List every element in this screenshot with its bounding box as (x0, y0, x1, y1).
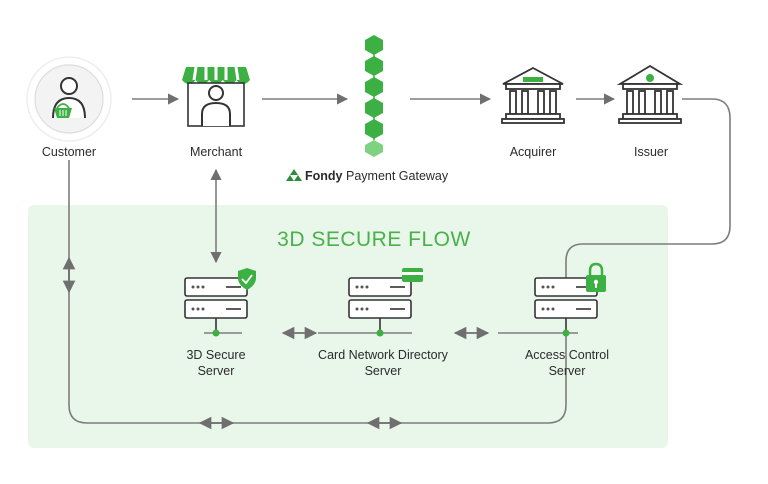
fondy-logo-icon (286, 169, 302, 181)
3ds-server-label-line2: Server (198, 364, 235, 378)
line-customer-acs (68, 160, 567, 424)
customer-label: Customer (42, 145, 96, 159)
directory-server-label-line1: Card Network Directory (318, 348, 449, 362)
bank-icon (501, 66, 565, 124)
issuer-label: Issuer (634, 145, 668, 159)
3ds-server-label-line1: 3D Secure (186, 348, 245, 362)
credit-card-icon (402, 268, 423, 282)
basket-icon (54, 103, 72, 118)
hexagon-chain-icon (365, 35, 383, 157)
acquirer-label: Acquirer (510, 145, 557, 159)
secure-flow-panel (28, 205, 668, 448)
shield-check-icon (238, 268, 256, 290)
merchant-node (182, 66, 250, 127)
server-icon (184, 277, 248, 337)
merchant-label: Merchant (190, 145, 243, 159)
directory-server-label-line2: Server (365, 364, 402, 378)
issuer-node (616, 64, 684, 124)
3ds-server-node (184, 268, 256, 337)
flow-title: 3D SECURE FLOW (277, 228, 471, 251)
acquirer-node (501, 66, 565, 124)
gateway-brand: Fondy (305, 169, 343, 183)
directory-server-node (348, 268, 423, 337)
server-icon (534, 277, 598, 337)
acs-server-node (534, 262, 606, 337)
person-icon (201, 85, 231, 126)
line-issuer-acs (565, 98, 731, 278)
server-icon (348, 277, 412, 337)
payment-gateway-node (365, 35, 383, 157)
gateway-label: Payment Gateway (346, 169, 449, 183)
connectors (68, 93, 731, 424)
padlock-icon (586, 262, 606, 292)
customer-node (26, 56, 112, 142)
shop-awning-icon (182, 66, 250, 84)
acs-server-label-line2: Server (549, 364, 586, 378)
acs-server-label-line1: Access Control (525, 348, 609, 362)
